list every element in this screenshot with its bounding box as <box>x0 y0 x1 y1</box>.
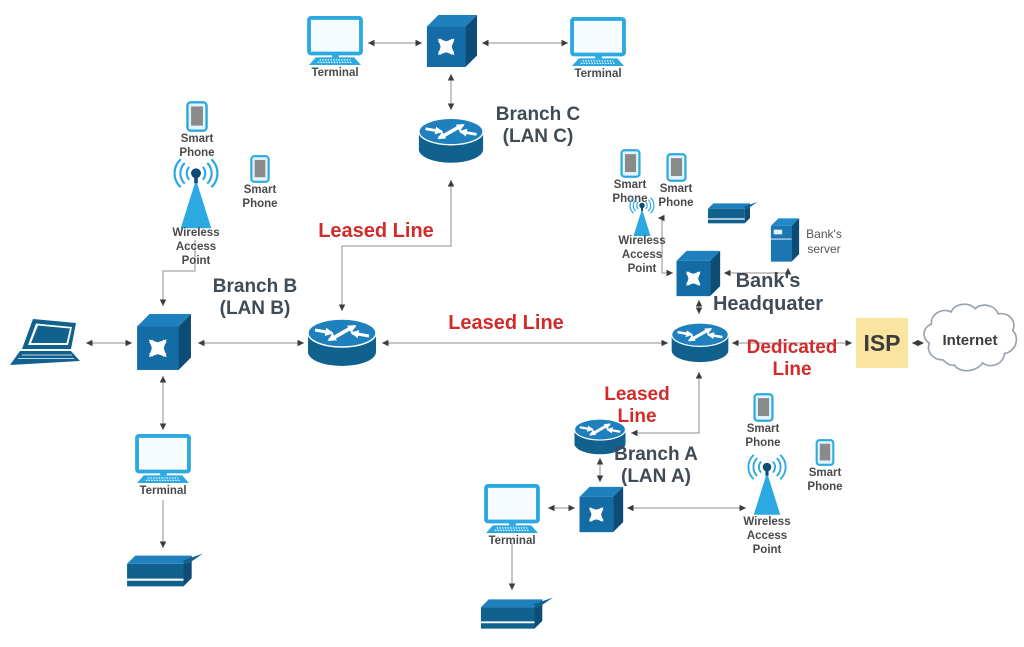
wap-label: Wireless Access Point <box>743 516 791 556</box>
terminal-label: Terminal <box>139 485 187 497</box>
terminal-icon <box>307 16 363 66</box>
smartphone-hq-1: Smart Phone <box>606 149 654 207</box>
wireless-access-point-icon <box>167 158 225 230</box>
smartphone-label: Smart Phone <box>242 184 278 210</box>
router-icon <box>670 317 730 369</box>
terminal-branchB: Terminal <box>132 434 194 499</box>
leased-line-label-branchA: Leased Line <box>604 384 670 427</box>
laptop-icon <box>8 318 86 370</box>
wireless-access-point-icon <box>742 452 792 518</box>
router-icon <box>417 116 485 166</box>
router-center <box>306 317 378 369</box>
smartphone-label: Smart Phone <box>807 467 843 493</box>
wap-label: Wireless Access Point <box>172 227 220 267</box>
wap-label: Wireless Access Point <box>618 235 666 275</box>
terminal-icon <box>570 17 626 67</box>
switch-icon <box>424 13 478 69</box>
server-hq <box>769 216 801 264</box>
router-hq <box>670 317 730 369</box>
wap-branchA: Wireless Access Point <box>738 452 796 557</box>
printer-branchB <box>124 551 204 593</box>
leased-line-label-top: Leased Line <box>318 220 434 242</box>
dedicated-line-label: Dedicated Line <box>746 337 838 380</box>
smartphone-icon <box>753 393 774 422</box>
internet-cloud: Internet <box>922 300 1018 380</box>
terminal-lanC-right: Terminal <box>568 17 628 82</box>
smartphone-branchA-2: Smart Phone <box>802 439 848 495</box>
smartphone-label: Smart Phone <box>612 179 648 205</box>
switch-lanC <box>424 13 478 69</box>
terminal-icon <box>484 484 540 534</box>
switch-branchA <box>577 485 624 534</box>
terminal-label: Terminal <box>574 68 622 80</box>
branchC-label: Branch C (LAN C) <box>495 104 581 148</box>
smartphone-icon <box>250 155 270 183</box>
router-branchC <box>417 116 485 166</box>
printer-branchA <box>478 595 554 635</box>
switch-icon <box>577 485 624 534</box>
smartphone-icon <box>815 439 835 466</box>
smartphone-icon <box>186 101 208 132</box>
printer-icon <box>706 200 758 228</box>
bank-server-label: Bank's server <box>806 227 842 256</box>
laptop-branchB <box>8 318 86 370</box>
smartphone-hq-2: Smart Phone <box>652 153 700 211</box>
branchA-label: Branch A (LAN A) <box>614 444 698 488</box>
smartphone-branchA-1: Smart Phone <box>740 393 786 451</box>
hq-label: Bank's Headquater <box>712 270 824 316</box>
wireless-access-point-icon <box>621 197 663 237</box>
smartphone-label: Smart Phone <box>658 183 694 209</box>
isp-note: ISP <box>856 318 908 368</box>
terminal-label: Terminal <box>311 67 359 79</box>
smartphone-label: Smart Phone <box>745 423 781 449</box>
smartphone-branchB-1: Smart Phone <box>169 101 225 161</box>
wap-branchB: Wireless Access Point <box>165 158 227 268</box>
printer-hq <box>706 200 758 228</box>
switch-icon <box>134 312 192 372</box>
branchB-label: Branch B (LAN B) <box>212 276 298 320</box>
smartphone-branchB-2: Smart Phone <box>232 155 288 212</box>
terminal-lanC-left: Terminal <box>305 16 365 81</box>
terminal-icon <box>135 434 191 484</box>
printer-icon <box>124 551 204 593</box>
switch-branchB <box>134 312 192 372</box>
router-icon <box>306 317 378 369</box>
internet-label: Internet <box>942 331 998 349</box>
leased-line-label-mid: Leased Line <box>448 312 564 334</box>
smartphone-icon <box>620 149 641 178</box>
smartphone-label: Smart Phone <box>179 133 215 159</box>
printer-icon <box>478 595 554 635</box>
terminal-branchA: Terminal <box>481 484 543 549</box>
wap-hq: Wireless Access Point <box>614 197 670 276</box>
terminal-label: Terminal <box>488 535 536 547</box>
smartphone-icon <box>666 153 687 182</box>
server-icon <box>769 216 801 264</box>
